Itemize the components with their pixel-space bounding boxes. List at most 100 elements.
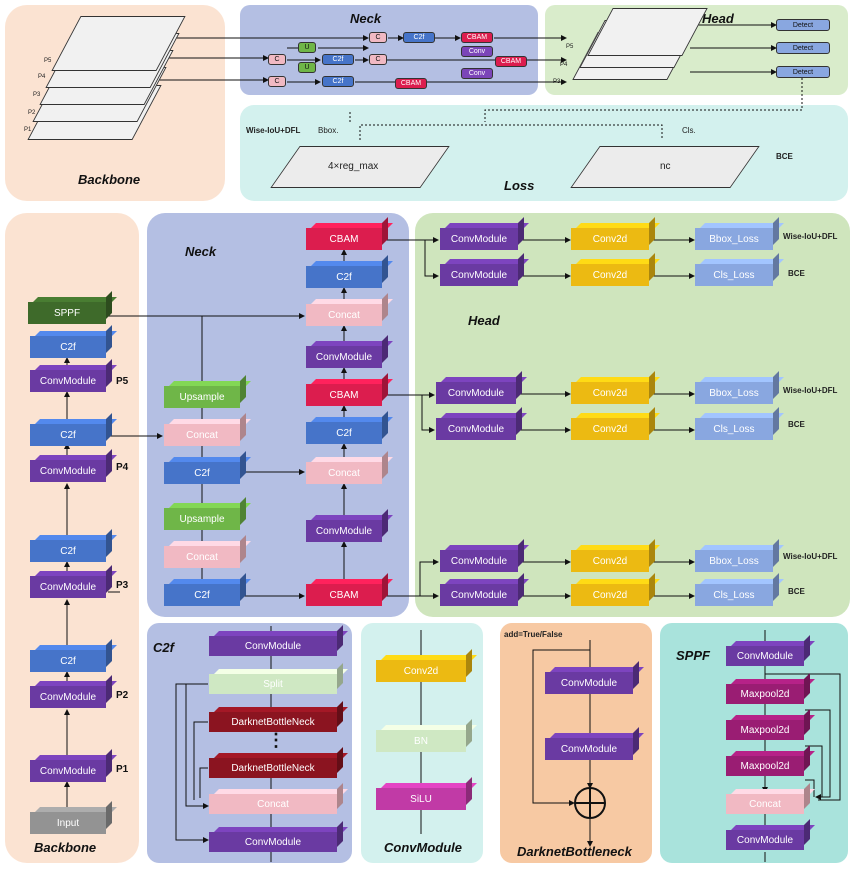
c2f-dots: ⋮ [267, 730, 285, 750]
top-neck-c2f-1: C2f [403, 32, 435, 43]
head-wiou-2: Wise-IoU+DFL [783, 386, 838, 395]
sppf-conv-top: ConvModule [726, 646, 804, 666]
head-conv-3a: ConvModule [440, 550, 518, 572]
backbone-conv-p1: ConvModule [30, 760, 106, 782]
backbone-conv-p2: ConvModule [30, 686, 106, 708]
neck-c2f-left-1: C2f [164, 462, 240, 484]
neck-c2f-left-2: C2f [164, 584, 240, 606]
backbone-c2f-1: C2f [30, 650, 106, 672]
darknet-add-label: add=True/False [504, 630, 563, 639]
head-bboxloss-3: Bbox_Loss [695, 550, 773, 572]
head-conv2d-2b: Conv2d [571, 418, 649, 440]
sppf-conv-bottom: ConvModule [726, 830, 804, 850]
c2f-split: Split [209, 674, 337, 694]
top-neck-c2f-2: C2f [322, 54, 354, 65]
top-bbox-label: Bbox. [318, 126, 339, 135]
neck-upsample-2: Upsample [164, 508, 240, 530]
head-conv2d-2a: Conv2d [571, 382, 649, 404]
neck-conv-mid: ConvModule [306, 520, 382, 542]
top-bce-label: BCE [776, 152, 793, 161]
top-head-label-p4: P4 [560, 62, 568, 68]
neck-concat-top: Concat [306, 304, 382, 326]
head-clsloss-3: Cls_Loss [695, 584, 773, 606]
c2f-panel-title: C2f [153, 640, 174, 655]
top-layer-label-p1: P1 [24, 127, 32, 133]
head-bboxloss-2: Bbox_Loss [695, 382, 773, 404]
darknet-conv-1: ConvModule [545, 672, 633, 694]
top-layer-label-p4: P4 [38, 74, 46, 80]
sppf-maxpool-3: Maxpool2d [726, 756, 804, 776]
head-clsloss-1: Cls_Loss [695, 264, 773, 286]
top-neck-cbam-1: CBAM [461, 32, 493, 43]
top-neck-c-1: C [369, 32, 387, 43]
convmodule-conv2d: Conv2d [376, 660, 466, 682]
top-nc-box-label: nc [660, 161, 671, 172]
backbone-p2-label: P2 [116, 690, 129, 701]
backbone-title: Backbone [34, 840, 97, 855]
head-conv2d-1a: Conv2d [571, 228, 649, 250]
neck-title: Neck [185, 244, 217, 259]
c2f-bottleneck-1: DarknetBottleNeck [209, 712, 337, 732]
top-neck-conv-2: Conv [461, 68, 493, 79]
backbone-c2f-4: C2f [30, 336, 106, 358]
top-loss-title: Loss [504, 178, 535, 193]
head-bce-2: BCE [788, 420, 805, 429]
head-wiou-1: Wise-IoU+DFL [783, 232, 838, 241]
darknet-conv-2: ConvModule [545, 738, 633, 760]
neck-c2f-top: C2f [306, 266, 382, 288]
top-backbone-title: Backbone [78, 172, 141, 187]
top-layer-label-p3: P3 [33, 92, 41, 98]
backbone-c2f-2: C2f [30, 540, 106, 562]
neck-cbam-top: CBAM [306, 228, 382, 250]
backbone-p1-label: P1 [116, 764, 129, 775]
neck-cbam-mid: CBAM [306, 384, 382, 406]
backbone-p4-label: P4 [116, 462, 129, 473]
sppf-concat: Concat [726, 794, 804, 814]
backbone-input: Input [30, 812, 106, 834]
top-cls-label: Cls. [682, 126, 696, 135]
head-conv-1a: ConvModule [440, 228, 518, 250]
head-conv-2a: ConvModule [436, 382, 516, 404]
top-reg-box-label: 4×reg_max [328, 161, 379, 172]
top-neck-title: Neck [350, 11, 382, 26]
backbone-c2f-3: C2f [30, 424, 106, 446]
backbone-sppf: SPPF [28, 302, 106, 324]
backbone-conv-p4: ConvModule [30, 460, 106, 482]
top-neck-c-2: C [268, 54, 286, 65]
sppf-maxpool-1: Maxpool2d [726, 684, 804, 704]
top-neck-c2f-3: C2f [322, 76, 354, 87]
head-conv2d-3a: Conv2d [571, 550, 649, 572]
backbone-p3-label: P3 [116, 580, 129, 591]
top-neck-u-1: U [298, 42, 316, 53]
head-conv-1b: ConvModule [440, 264, 518, 286]
head-bce-1: BCE [788, 269, 805, 278]
head-conv2d-1b: Conv2d [571, 264, 649, 286]
top-layer-label-p2: P2 [28, 110, 36, 116]
head-bce-3: BCE [788, 587, 805, 596]
head-title: Head [468, 313, 500, 328]
neck-c2f-mid: C2f [306, 422, 382, 444]
head-conv-3b: ConvModule [440, 584, 518, 606]
c2f-bottleneck-2: DarknetBottleNeck [209, 758, 337, 778]
head-wiou-3: Wise-IoU+DFL [783, 552, 838, 561]
top-detect-3: Detect [776, 66, 830, 78]
top-detect-1: Detect [776, 19, 830, 31]
neck-concat-mid: Concat [306, 462, 382, 484]
neck-concat-left-1: Concat [164, 424, 240, 446]
top-head-label-p3: P3 [553, 79, 561, 85]
head-conv2d-3b: Conv2d [571, 584, 649, 606]
head-clsloss-2: Cls_Loss [695, 418, 773, 440]
c2f-conv-top: ConvModule [209, 636, 337, 656]
top-layer-label-p5: P5 [44, 58, 52, 64]
convmodule-bn: BN [376, 730, 466, 752]
top-head-title: Head [702, 11, 734, 26]
neck-upsample-1: Upsample [164, 386, 240, 408]
neck-cbam-bottom: CBAM [306, 584, 382, 606]
top-neck-c-3: C [369, 54, 387, 65]
convmodule-silu: SiLU [376, 788, 466, 810]
neck-conv-top: ConvModule [306, 346, 382, 368]
top-loss-left-label: Wise-IoU+DFL [246, 126, 301, 135]
backbone-conv-p5: ConvModule [30, 370, 106, 392]
c2f-conv-bottom: ConvModule [209, 832, 337, 852]
neck-concat-left-2: Concat [164, 546, 240, 568]
